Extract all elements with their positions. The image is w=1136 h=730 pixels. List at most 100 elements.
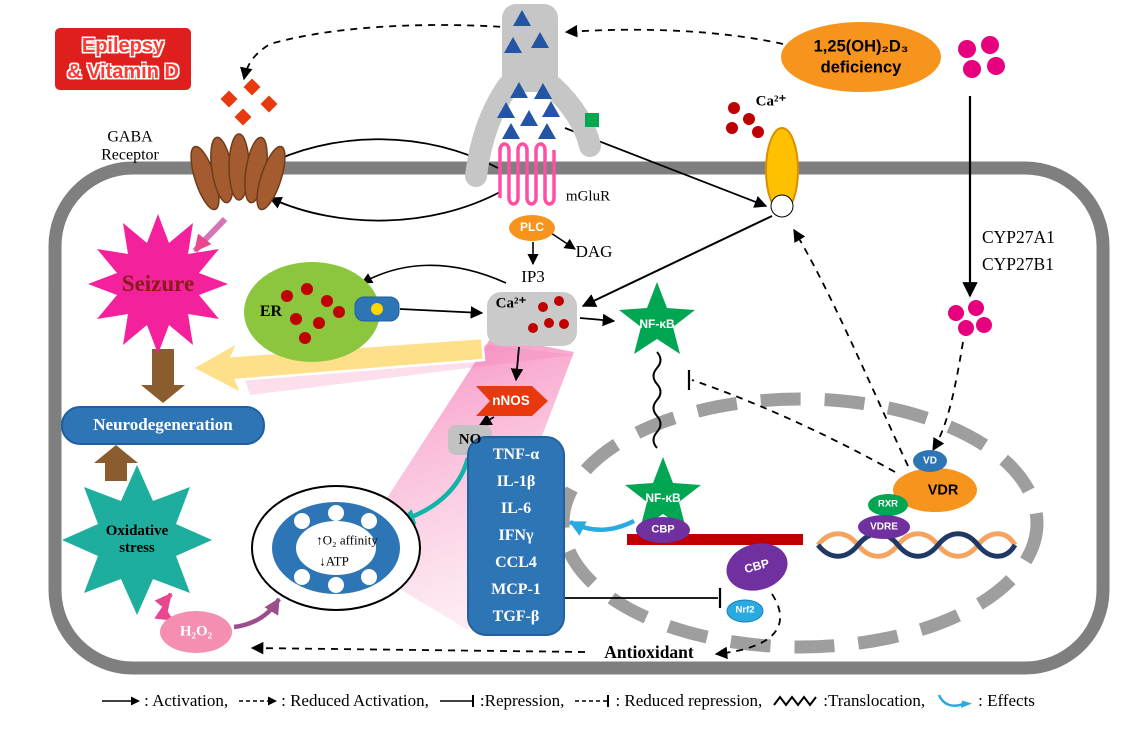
vdr-label: VDR	[927, 482, 959, 499]
dashed-nrf2-to-antioxidant	[714, 593, 782, 660]
cyp-enzymes-label: CYP27A1 CYP27B1	[982, 227, 1055, 275]
cytokine-item: MCP-1	[491, 581, 541, 598]
zigzag-nfkb-translocation	[652, 351, 662, 449]
calcium-cytosol-label: Ca²⁺	[495, 295, 527, 312]
cytokine-item: TGF-β	[492, 608, 540, 625]
cytokine-list: TNF-α IL-1β IL-6 IFNγ CCL4 MCP-1 TGF-β	[468, 437, 564, 635]
repression-bar-icon	[439, 695, 474, 707]
extracellular-calcium-dots	[726, 102, 764, 138]
dashed-antioxidant-to-h2o2	[250, 641, 586, 655]
cytokine-item: CCL4	[495, 554, 537, 571]
mitochondria	[251, 485, 421, 611]
rxr-label: RXR	[877, 498, 899, 510]
arrow-oxidative-to-neurodegeneration	[94, 445, 138, 481]
vdre-label: VDRE	[870, 521, 898, 533]
legend-item-repression: :Repression,	[439, 691, 565, 711]
vdr-ellipse	[893, 468, 977, 512]
no-label: NO	[458, 431, 482, 448]
plc-ellipse	[509, 215, 555, 241]
arrow-plc-to-dag	[550, 232, 576, 250]
h2o2-ellipse	[160, 611, 232, 653]
er-body	[244, 262, 380, 362]
channel-pore	[770, 194, 794, 218]
gaba-receptor	[190, 133, 286, 211]
nnos-banner	[476, 386, 548, 416]
cytokine-item: IL-6	[500, 500, 532, 517]
nrf2-ellipse	[726, 599, 764, 623]
h2o2-label: H₂O₂	[179, 623, 213, 640]
gaba-ligand-diamonds	[220, 78, 278, 126]
mglur-receptor-squiggle	[498, 142, 556, 206]
nfkb-star-cytosol	[619, 282, 695, 354]
legend-label: :Repression,	[479, 691, 565, 710]
terminal-arm-left	[465, 75, 519, 187]
mito-atp-label: ↓ATP	[319, 553, 349, 569]
calcium-extracellular-label: Ca²⁺	[755, 93, 787, 110]
antioxidant-label: Antioxidant	[604, 641, 694, 662]
arrow-calcium-to-nnos	[510, 346, 524, 382]
arrow-mglur-to-gaba-bottom	[268, 191, 501, 222]
legend-label: : Reduced Activation,	[281, 691, 429, 710]
deficiency-label: 1,25(OH)₂D₃ deficiency	[813, 37, 909, 76]
yellow-effect-arrow	[189, 336, 486, 397]
deficiency-ellipse	[781, 22, 941, 92]
cbp-nfkb-label: CBP	[651, 523, 675, 536]
ip3-label: IP3	[521, 267, 545, 287]
nfkb-star-nucleus	[625, 457, 701, 529]
neurodegeneration-label: Neurodegeneration	[93, 415, 233, 435]
vd-ellipse	[913, 450, 947, 472]
effects-curve-icon	[937, 694, 973, 708]
glutamate-vesicles	[497, 10, 560, 139]
cbp-ellipse-nrf2	[726, 543, 788, 591]
membrane-calcium-channel	[765, 127, 799, 218]
vitamin-d-molecules-active	[948, 300, 992, 336]
transporter-square	[585, 113, 599, 127]
mito-o2-affinity-label: ↑O₂ affinity	[316, 532, 378, 548]
legend-label: : Reduced repression,	[615, 691, 763, 710]
cytokine-item: IFNγ	[498, 527, 534, 544]
dna-strand-blue	[816, 531, 1018, 559]
er-calcium-dots	[281, 283, 345, 344]
legend-item-translocation: :Translocation,	[772, 691, 925, 711]
vdr-complex	[858, 450, 977, 539]
arrow-nnos-to-no	[478, 413, 495, 426]
er-channel-pore	[371, 303, 383, 315]
legend: : Activation, : Reduced Activation, :Rep…	[0, 691, 1136, 711]
dashed-deficiency-to-synapse	[564, 24, 784, 45]
synaptic-terminal	[465, 4, 601, 241]
arrow-channel-to-calcium-pool	[581, 215, 773, 307]
translocation-zigzag-icon	[773, 695, 818, 707]
activation-arrow-icon	[102, 696, 141, 706]
nnos-label: nNOS	[492, 393, 530, 409]
oxidative-stress-label: Oxidative stress	[105, 522, 169, 556]
dashed-deficiency-to-gaba	[240, 24, 553, 81]
mglur-label: mGluR	[565, 188, 611, 205]
vitamin-d-molecules-top	[958, 36, 1005, 78]
dna-strand-orange	[816, 531, 1018, 559]
dashed-vdr-to-calcium-channel	[793, 228, 909, 467]
calcium-pool	[487, 292, 577, 346]
connectors	[240, 24, 978, 660]
nrf2-label: Nrf2	[735, 604, 755, 616]
rxr-ellipse	[868, 494, 908, 516]
calcium-pool-box	[487, 292, 577, 346]
er-label: ER	[259, 302, 283, 320]
legend-item-reduced-activation: : Reduced Activation,	[238, 691, 429, 711]
legend-item-reduced-repression: : Reduced repression,	[574, 691, 762, 711]
calcium-pool-dots	[528, 296, 569, 333]
cytokine-panel	[467, 436, 565, 636]
nfkb-nucleus-label: NF-κB	[645, 491, 681, 506]
dashed-vdr-represses-nfkb	[691, 379, 896, 473]
legend-label: :Translocation,	[823, 691, 926, 710]
dna-helix	[816, 531, 1018, 559]
arrow-nfkb-induces-cytokines	[568, 518, 636, 536]
arrow-seizure-to-neurodegeneration	[141, 349, 185, 403]
cbp-ellipse-nfkb	[636, 517, 690, 543]
legend-item-effects: : Effects	[935, 691, 1035, 711]
arrow-calcium-to-nfkb	[579, 313, 616, 327]
seizure-label: Seizure	[121, 270, 195, 296]
figure-title: Epilepsy & Vitamin D	[55, 28, 191, 90]
legend-label: : Effects	[978, 691, 1035, 710]
arrow-ip3-to-er	[361, 264, 507, 284]
